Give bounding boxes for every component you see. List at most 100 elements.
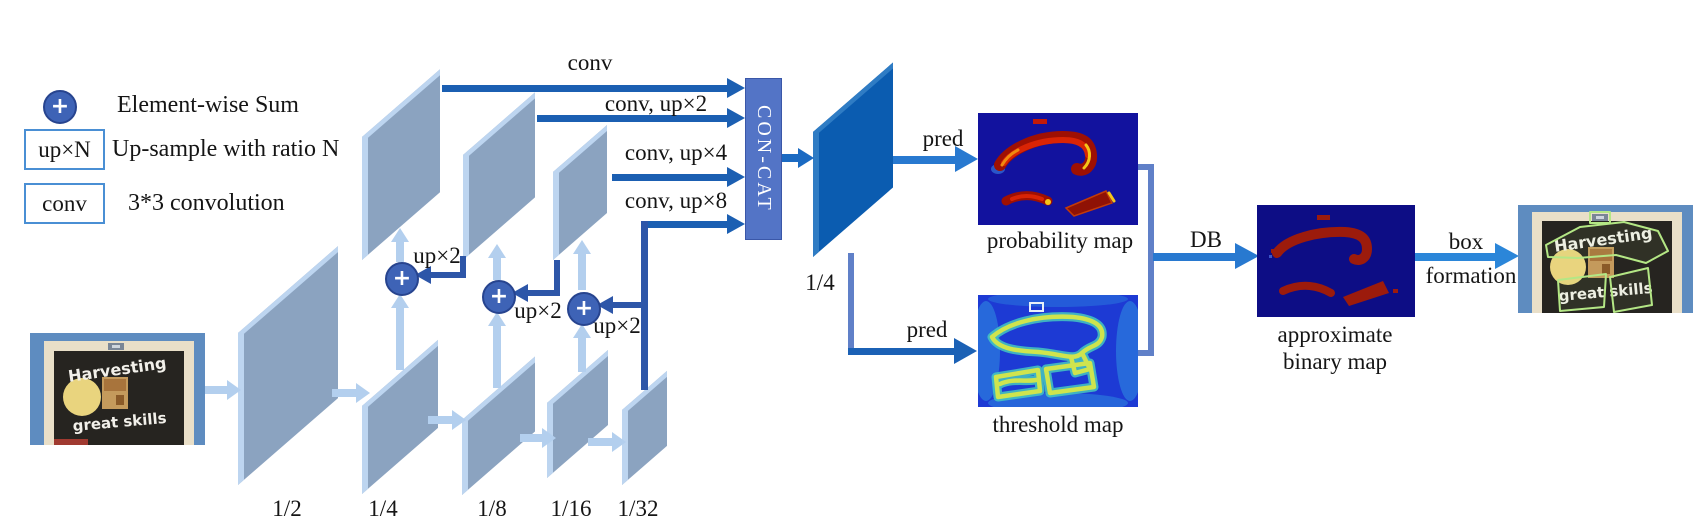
conv-arrow-3-head — [727, 167, 745, 187]
legend-conv-box: conv — [24, 183, 105, 224]
sum-node-1: + — [385, 262, 419, 296]
arrow-sum2-up-head — [488, 244, 506, 258]
box-formation-label-line1: box — [1448, 229, 1484, 254]
plus-icon: + — [489, 284, 509, 309]
pred-label-bottom: pred — [906, 317, 948, 342]
binary-map-image — [1257, 205, 1415, 317]
sum-node-2: + — [482, 280, 516, 314]
arrow-1-16-to-sum3-head — [573, 324, 591, 338]
box-formation-arrow-head — [1495, 243, 1519, 269]
arrow-1-16-to-1-32-head — [612, 432, 626, 452]
fpn-map-2 — [463, 92, 535, 261]
plus-icon: + — [392, 266, 412, 291]
arrow-input-to-1-2-head — [227, 380, 241, 400]
db-arrow-head — [1235, 243, 1259, 269]
plus-icon: + — [574, 296, 594, 321]
arrow-1-4-to-sum1-head — [391, 294, 409, 308]
arrow-sum1-up-head — [391, 228, 409, 242]
elbow-sum2-head — [512, 284, 528, 302]
conv-arrow-4-vertical — [641, 221, 648, 390]
conv-arrow-2 — [537, 115, 730, 122]
fused-feature-map — [813, 62, 893, 257]
elbow-sum3-horiz — [613, 302, 645, 308]
db-arrow — [1153, 253, 1237, 261]
legend-upsample-desc: Up-sample with ratio N — [112, 136, 340, 162]
elbow-sum1-head — [415, 266, 431, 284]
arrow-1-4-to-sum1 — [396, 308, 404, 370]
scale-label-1-32: 1/32 — [617, 496, 659, 521]
box-formation-label-line2: formation — [1425, 263, 1517, 288]
up2-label-1: up×2 — [413, 243, 461, 268]
arrow-1-8-to-1-16-head — [542, 428, 556, 448]
feature-map-1-2 — [238, 246, 338, 485]
arrow-input-to-1-2 — [205, 386, 227, 394]
photo-window-figure — [116, 395, 124, 405]
legend-sum-label: Element-wise Sum — [117, 92, 299, 118]
photo-floor-strip — [54, 439, 88, 445]
elbow-sum1-horiz — [431, 272, 466, 278]
binary-map-label-line2: binary map — [1282, 349, 1388, 374]
pred-arrow-bottom-head — [954, 338, 977, 364]
up2-label-2: up×2 — [514, 298, 562, 323]
threshold-map-image — [978, 295, 1138, 407]
conv-arrow-3 — [612, 174, 730, 181]
conv-arrow-2-label: conv, up×2 — [604, 91, 708, 116]
scale-label-1-8: 1/8 — [477, 496, 507, 521]
photo-window-top — [104, 379, 126, 391]
photo-moon — [63, 378, 101, 416]
scale-label-1-2: 1/2 — [272, 496, 302, 521]
input-image: Harvesting great skills — [30, 333, 205, 445]
arrow-sum3-up-head — [573, 240, 591, 254]
elbow-sum3-head — [597, 296, 613, 314]
detected-box-harvesting — [1545, 221, 1669, 264]
elbow-sum1-vert — [460, 256, 466, 278]
threshold-map-label: threshold map — [992, 412, 1124, 437]
probability-map-label: probability map — [986, 228, 1134, 253]
fused-scale-label: 1/4 — [805, 270, 835, 295]
detected-box-sign — [1589, 211, 1611, 224]
conv-arrow-4-head — [727, 214, 745, 234]
photo-door-sign-text — [1596, 216, 1604, 219]
output-image: Harvesting great skills — [1518, 205, 1693, 313]
arrow-1-2-to-1-4 — [332, 389, 356, 397]
concat-block: CON-CAT — [745, 78, 782, 240]
arrow-1-16-to-sum3 — [578, 338, 586, 372]
conv-arrow-1 — [442, 85, 730, 92]
db-label: DB — [1190, 227, 1222, 252]
scale-label-1-16: 1/16 — [550, 496, 592, 521]
legend-upsample-box-label: up×N — [38, 136, 91, 162]
pred-arrow-top-head — [955, 146, 978, 172]
detected-box-skills — [1609, 267, 1653, 313]
arrow-1-16-to-1-32 — [588, 438, 612, 446]
arrow-concat-to-fused-head — [798, 148, 814, 168]
legend-conv-box-label: conv — [42, 190, 87, 216]
conv-arrow-1-label: conv — [567, 50, 613, 75]
bracket-top — [1138, 164, 1154, 170]
pred-branch-vertical — [848, 253, 854, 353]
probability-map-image — [978, 113, 1138, 225]
arrow-sum2-up — [493, 258, 501, 280]
plus-icon: + — [50, 94, 70, 119]
arrow-sum1-up — [396, 242, 404, 262]
legend-upsample-box: up×N — [24, 129, 105, 170]
arrow-1-4-to-1-8 — [428, 416, 452, 424]
legend-conv-desc: 3*3 convolution — [128, 190, 285, 216]
up2-label-3: up×2 — [593, 313, 641, 338]
photo-window-top — [1590, 249, 1612, 261]
photo-window-figure — [1602, 264, 1610, 274]
conv-arrow-4 — [641, 221, 730, 228]
bracket-vertical — [1148, 164, 1154, 356]
arrow-concat-to-fused — [780, 154, 800, 162]
arrow-sum3-up — [578, 254, 586, 290]
arrow-1-4-to-1-8-head — [452, 410, 466, 430]
pred-arrow-bottom — [848, 348, 956, 355]
arrow-1-8-to-sum2 — [493, 326, 501, 388]
bracket-bottom — [1138, 350, 1154, 356]
box-formation-arrow — [1415, 253, 1497, 261]
conv-arrow-4-label: conv, up×8 — [624, 188, 728, 213]
arrow-1-8-to-1-16 — [520, 434, 542, 442]
arrow-1-8-to-sum2-head — [488, 312, 506, 326]
pred-label-top: pred — [922, 126, 964, 151]
pred-arrow-top — [893, 156, 957, 164]
